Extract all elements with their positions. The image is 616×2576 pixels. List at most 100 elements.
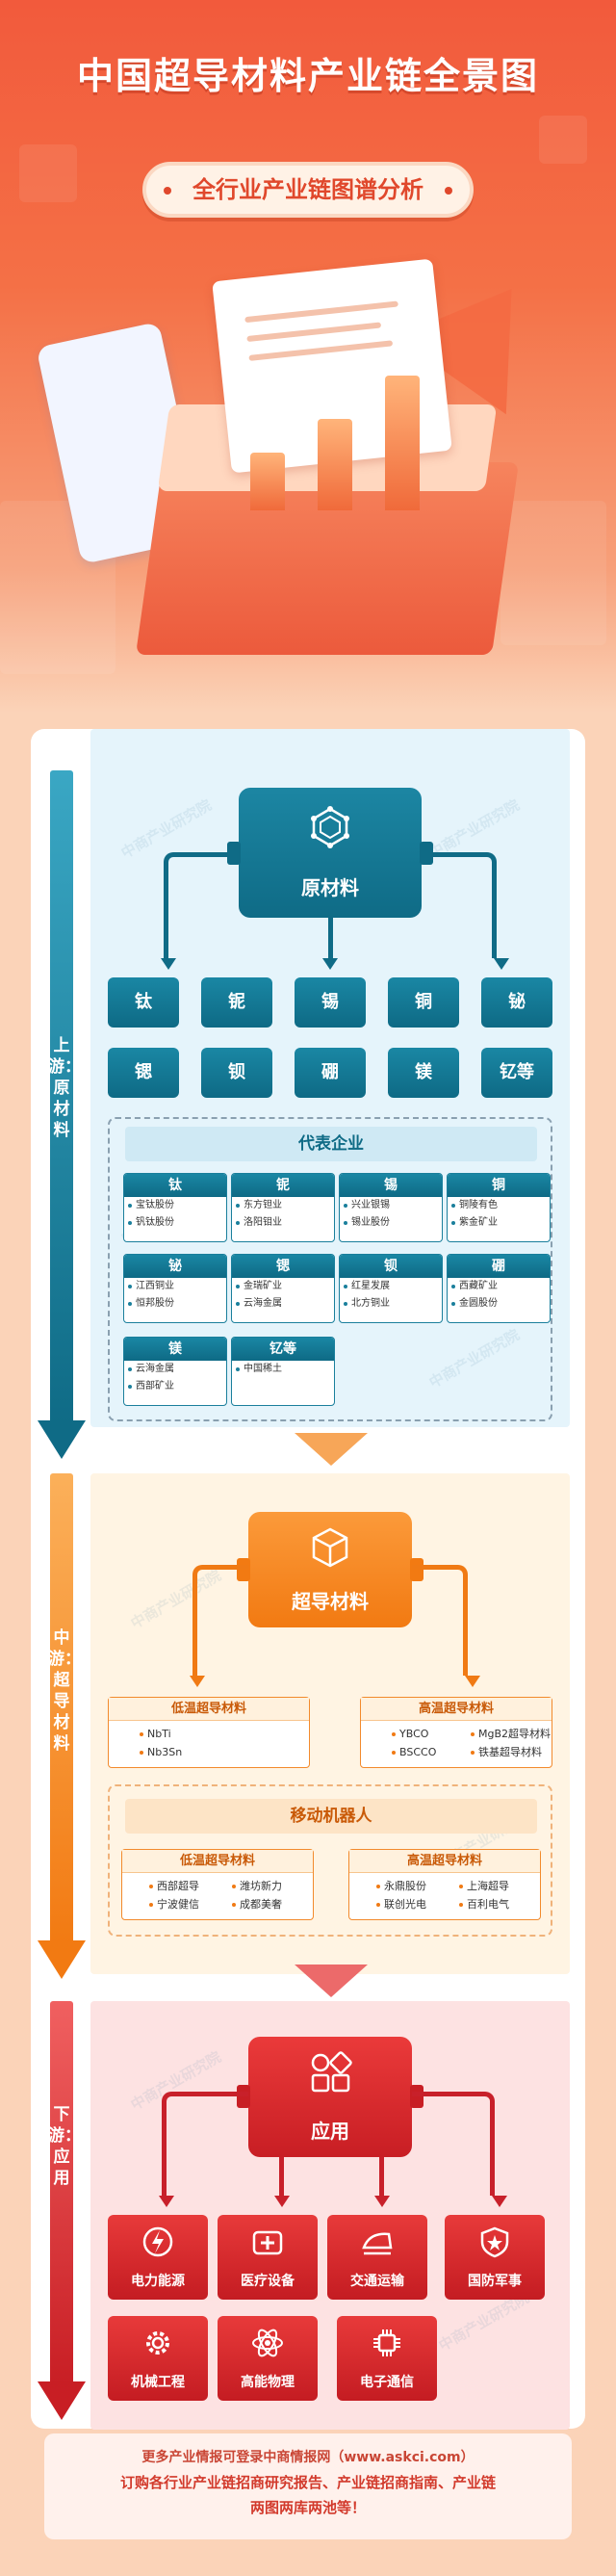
connector-line [412, 2092, 495, 2196]
company-card-header: 铜 [448, 1174, 550, 1197]
material-nb: 铌 [201, 977, 272, 1028]
company-card: 钡 红星发展 北方铜业 [339, 1254, 443, 1323]
company-card: 锡 兴业银锡 锡业股份 [339, 1173, 443, 1242]
connector-line [192, 1565, 248, 1676]
page-title: 中国超导材料产业链全景图 [76, 55, 539, 97]
company-name: 铜陵有色 [448, 1197, 550, 1214]
flow-chevron [295, 1965, 368, 1997]
company-name: 红星发展 [340, 1278, 442, 1295]
apps-grid-icon [311, 2051, 352, 2093]
app-power-energy: 电力能源 [108, 2215, 208, 2300]
footer-note: 更多产业情报可登录中商情报网（www.askci.com） 订购各行业产业链招商… [44, 2433, 572, 2539]
bar-chart-illustration [250, 347, 433, 510]
bg-decoration [500, 501, 606, 645]
company-card-header: 钇等 [232, 1338, 334, 1361]
material-y: 钇等 [481, 1048, 552, 1098]
material-name: BSCCO [391, 1743, 436, 1761]
material-cu: 铜 [388, 977, 459, 1028]
material-name: Nb3Sn [139, 1743, 182, 1761]
company-name: 西部超导 [149, 1877, 199, 1895]
card-header: 低温超导材料 [122, 1850, 313, 1873]
company-name: 永鼎股份 [376, 1877, 426, 1895]
superconducting-materials-hub: 超导材料 [237, 1512, 424, 1627]
material-sr: 锶 [108, 1048, 179, 1098]
app-high-energy-physics: 高能物理 [218, 2316, 318, 2401]
company-name: 云海金属 [232, 1295, 334, 1313]
applications-hub: 应用 [237, 2037, 424, 2157]
hero-illustration [36, 241, 597, 684]
card-list: NbTi Nb3Sn [138, 1725, 182, 1761]
company-card-header: 锶 [232, 1255, 334, 1278]
connector-arrowhead [159, 2196, 174, 2207]
company-name: 洛阳钼业 [232, 1214, 334, 1232]
app-defense-military: 国防军事 [445, 2215, 545, 2300]
robot-low-temp-card: 低温超导材料 西部超导 宁波健信 潍坊新力 成都美奢 [121, 1849, 314, 1920]
representative-companies-box [108, 1117, 552, 1421]
app-transportation: 交通运输 [327, 2215, 427, 2300]
app-label: 医疗设备 [241, 2274, 295, 2289]
footer-line: 订购各行业产业链招商研究报告、产业链招商指南、产业链 [119, 2474, 496, 2491]
card-list: 永鼎股份 联创光电 [374, 1877, 426, 1913]
app-label: 国防军事 [468, 2274, 522, 2289]
app-label: 电力能源 [131, 2274, 185, 2289]
material-b: 硼 [295, 1048, 366, 1098]
material-mg: 镁 [388, 1048, 459, 1098]
connector-line [164, 852, 239, 958]
connector-arrowhead [322, 958, 338, 970]
hub-label: 应用 [311, 2120, 349, 2143]
connector-line [328, 918, 333, 958]
connector-arrowhead [374, 2196, 390, 2207]
connector-line [379, 2157, 384, 2196]
downstream-label: 下游：应用 [48, 2105, 81, 2188]
robots-title: 移动机器人 [125, 1799, 537, 1834]
footer-line: 两图两库两池等！ [249, 2499, 366, 2516]
bg-decoration [19, 144, 77, 202]
chip-icon [373, 2329, 400, 2356]
company-name: 成都美奢 [232, 1895, 282, 1913]
company-card-header: 锡 [340, 1174, 442, 1197]
flow-chevron [295, 1433, 368, 1466]
robot-high-temp-card: 高温超导材料 永鼎股份 联创光电 上海超导 百利电气 [348, 1849, 541, 1920]
company-card: 钇等 中国稀土 [231, 1337, 335, 1406]
material-ti: 钛 [108, 977, 179, 1028]
upstream-side-arrow [38, 770, 86, 1464]
app-electronic-communication: 电子通信 [337, 2316, 437, 2401]
company-card: 锶 金瑞矿业 云海金属 [231, 1254, 335, 1323]
company-name: 云海金属 [124, 1361, 226, 1378]
company-card: 铋 江西铜业 恒邦股份 [123, 1254, 227, 1323]
company-card-header: 钡 [340, 1255, 442, 1278]
connector-arrowhead [161, 958, 176, 970]
company-name: 锡业股份 [340, 1214, 442, 1232]
downstream-side-arrow [38, 2001, 86, 2425]
footer-line: 更多产业情报可登录中商情报网（www.askci.com） [141, 2450, 475, 2465]
company-name: 上海超导 [459, 1877, 509, 1895]
card-header: 高温超导材料 [361, 1698, 552, 1721]
connector-arrowhead [190, 1676, 205, 1687]
company-name: 钒钛股份 [124, 1214, 226, 1232]
material-ba: 钡 [201, 1048, 272, 1098]
company-name: 恒邦股份 [124, 1295, 226, 1313]
hero-banner: 中国超导材料产业链全景图 全行业产业链图谱分析 [0, 0, 616, 713]
upstream-label: 上游：原材料 [48, 1036, 81, 1140]
material-name: 铁基超导材料 [470, 1743, 551, 1761]
gear-icon [146, 2331, 169, 2355]
material-sn: 锡 [295, 977, 366, 1028]
card-list: 上海超导 百利电气 [457, 1877, 509, 1913]
hub-label: 超导材料 [292, 1590, 369, 1613]
card-list: MgB2超导材料 铁基超导材料 [469, 1725, 551, 1761]
power-energy-icon [142, 2226, 173, 2257]
raw-materials-hub: 原材料 [227, 788, 433, 918]
company-name: 中国稀土 [232, 1361, 334, 1378]
subtitle-badge: 全行业产业链图谱分析 [142, 162, 474, 218]
app-label: 机械工程 [131, 2375, 185, 2390]
company-name: 百利电气 [459, 1895, 509, 1913]
atom-icon [252, 2329, 283, 2357]
subtitle-text: 全行业产业链图谱分析 [192, 176, 424, 203]
material-bi: 铋 [481, 977, 552, 1028]
low-temp-materials-card: 低温超导材料 NbTi Nb3Sn [108, 1697, 310, 1768]
cube-icon [312, 1527, 348, 1568]
company-name: 金瑞矿业 [232, 1278, 334, 1295]
company-card-header: 镁 [124, 1338, 226, 1361]
company-card-header: 铌 [232, 1174, 334, 1197]
connector-arrowhead [274, 2196, 290, 2207]
